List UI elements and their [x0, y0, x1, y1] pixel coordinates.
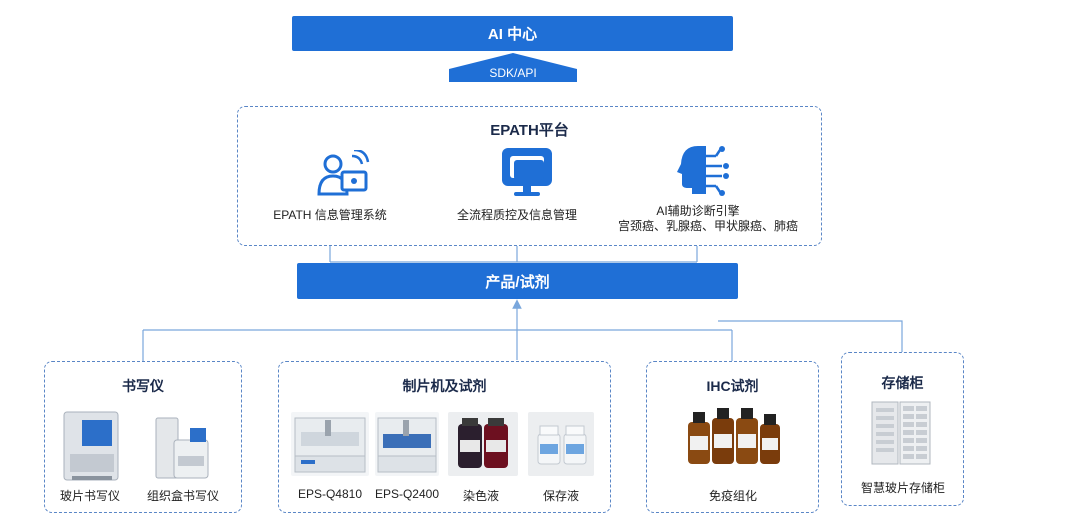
- item-label-slide-writer: 玻片书写仪: [59, 489, 120, 503]
- preservation-solution-photo: [528, 412, 594, 476]
- ai-center-label: AI 中心: [487, 26, 538, 43]
- ai-engine-title: AI辅助诊断引擎: [656, 204, 740, 218]
- sdk-api-label: SDK/API: [489, 66, 537, 80]
- module-label-epath-system: EPATH 信息管理系统: [273, 208, 387, 222]
- ai-engine-cancers: 宫颈癌、乳腺癌、甲状腺癌、肺癌: [618, 219, 799, 233]
- stain-solution-photo: [448, 412, 518, 476]
- storage-group-title: 存储柜: [881, 375, 924, 391]
- products-bar: 产品/试剂: [297, 263, 738, 299]
- storage-cabinet-photo: [870, 400, 932, 466]
- sdk-api-arrow: [449, 53, 577, 82]
- ai-center-bar: AI 中心: [292, 16, 733, 51]
- item-label-eps-q2400: EPS-Q2400: [374, 487, 440, 501]
- ihc-group-title: IHC试剂: [706, 378, 759, 394]
- item-label-eps-q4810: EPS-Q4810: [297, 487, 363, 501]
- writer-group-title: 书写仪: [122, 378, 164, 394]
- user-network-icon: [317, 150, 370, 196]
- eps-q2400-photo: [375, 412, 439, 476]
- ai-head-icon: [677, 146, 729, 196]
- slide-writer-photo: [62, 410, 120, 482]
- item-label-stain-solution: 染色液: [462, 489, 499, 503]
- platform-title: EPATH平台: [490, 122, 569, 139]
- cassette-writer-photo: [152, 410, 212, 482]
- connector-from-storage: [718, 320, 903, 352]
- item-label-cassette-writer: 组织盒书写仪: [146, 489, 219, 503]
- ihc-reagent-photo: [684, 404, 782, 470]
- item-label-ihc: 免疫组化: [708, 489, 757, 503]
- item-label-preservation-solution: 保存液: [542, 489, 579, 503]
- module-label-qc-management: 全流程质控及信息管理: [456, 208, 577, 222]
- products-label: 产品/试剂: [485, 273, 550, 291]
- item-label-storage-cabinet: 智慧玻片存储柜: [860, 481, 945, 495]
- monitor-icon: [502, 148, 552, 196]
- slide-maker-group-title: 制片机及试剂: [402, 378, 487, 394]
- eps-q4810-photo: [291, 412, 369, 476]
- module-label-ai-engine: AI辅助诊断引擎 宫颈癌、乳腺癌、甲状腺癌、肺癌: [618, 204, 799, 234]
